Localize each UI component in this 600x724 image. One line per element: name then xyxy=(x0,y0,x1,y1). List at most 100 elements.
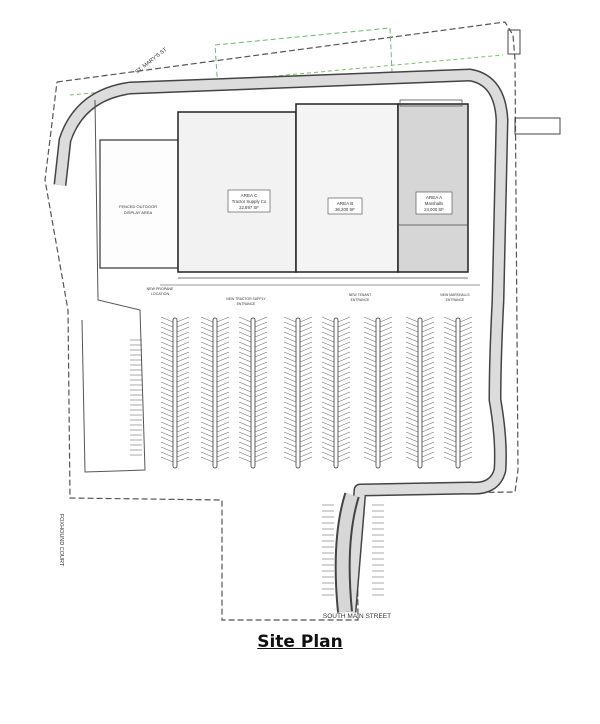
area-c-sf: 22,897 SF xyxy=(239,205,259,210)
parking-stall xyxy=(363,431,377,438)
parking-stall xyxy=(379,396,393,403)
parking-stall xyxy=(176,451,190,458)
parking-stall xyxy=(160,451,174,458)
parking-stall xyxy=(337,386,351,393)
parking-stall xyxy=(321,421,335,428)
parking-stall xyxy=(337,371,351,378)
parking-stall xyxy=(459,386,473,393)
parking-stall xyxy=(200,366,214,373)
parking-stall xyxy=(443,316,457,323)
parking-stall xyxy=(337,381,351,388)
parking-stall xyxy=(363,386,377,393)
parking-stall xyxy=(254,376,268,383)
parking-stall xyxy=(216,341,230,348)
parking-stall xyxy=(238,426,252,433)
parking-stall xyxy=(379,381,393,388)
parking-stall xyxy=(299,316,313,323)
parking-stall xyxy=(299,421,313,428)
parking-stall xyxy=(337,316,351,323)
parking-stall xyxy=(443,456,457,463)
parking-stall xyxy=(238,321,252,328)
parking-stall xyxy=(421,376,435,383)
parking-stall xyxy=(216,326,230,333)
parking-stall xyxy=(363,401,377,408)
parking-stall xyxy=(238,416,252,423)
area-a-sf: 24,000 SF xyxy=(424,207,444,212)
parking-stall xyxy=(421,381,435,388)
parking-stall xyxy=(363,436,377,443)
parking-stall xyxy=(363,446,377,453)
parking-stall xyxy=(238,371,252,378)
parking-stall xyxy=(379,436,393,443)
parking-stall xyxy=(254,346,268,353)
west-curb xyxy=(81,99,146,473)
parking-stall xyxy=(283,371,297,378)
parking-stall xyxy=(238,456,252,463)
parking-stall xyxy=(283,346,297,353)
parking-stall xyxy=(321,361,335,368)
parking-stall xyxy=(283,411,297,418)
parking-stall xyxy=(254,446,268,453)
parking-stall xyxy=(200,341,214,348)
parking-stall xyxy=(379,346,393,353)
parking-stall xyxy=(337,451,351,458)
parking-stall xyxy=(160,351,174,358)
parking-stall xyxy=(176,316,190,323)
parking-stall xyxy=(160,416,174,423)
parking-stall xyxy=(254,361,268,368)
parking-stall xyxy=(321,396,335,403)
parking-stall xyxy=(216,446,230,453)
parking-stall xyxy=(405,376,419,383)
parking-stall xyxy=(200,391,214,398)
parking-stall xyxy=(363,356,377,363)
parking-stall xyxy=(176,321,190,328)
parking-stall xyxy=(405,406,419,413)
parking-stall xyxy=(238,376,252,383)
area-c-tenant: Tractor Supply Co xyxy=(232,199,267,204)
parking-stall xyxy=(160,321,174,328)
parking-stall xyxy=(421,416,435,423)
parking-stall xyxy=(421,351,435,358)
parking-stall xyxy=(254,341,268,348)
parking-stall xyxy=(299,366,313,373)
parking-stall xyxy=(337,401,351,408)
parking-stall xyxy=(363,366,377,373)
parking-stall xyxy=(299,396,313,403)
parking-stall xyxy=(321,376,335,383)
tenant-entrance-label-2: ENTRANCE xyxy=(351,298,370,302)
parking-stall xyxy=(337,406,351,413)
parking-stall xyxy=(176,381,190,388)
parking-stall xyxy=(283,426,297,433)
parking-stall xyxy=(176,456,190,463)
parking-stall xyxy=(459,331,473,338)
parking-stall xyxy=(443,431,457,438)
st-marys-street-label: ST. MARY'S ST xyxy=(134,47,169,76)
parking-stall xyxy=(321,331,335,338)
parking-stall xyxy=(238,351,252,358)
parking-stall xyxy=(405,416,419,423)
parking-stall xyxy=(160,366,174,373)
parking-stall xyxy=(176,396,190,403)
parking-stall xyxy=(363,441,377,448)
parking-stall xyxy=(299,376,313,383)
parking-stall xyxy=(337,361,351,368)
parking-stall xyxy=(379,391,393,398)
parking-island xyxy=(250,317,256,469)
parking-stall xyxy=(200,446,214,453)
parking-stall xyxy=(379,431,393,438)
parking-stall xyxy=(443,356,457,363)
parking-stall xyxy=(337,336,351,343)
parking-stall xyxy=(299,331,313,338)
parking-stall xyxy=(200,331,214,338)
parking-island xyxy=(375,317,381,469)
parking-stall xyxy=(337,421,351,428)
parking-stall xyxy=(421,331,435,338)
parking-stall xyxy=(160,391,174,398)
parking-stall xyxy=(421,436,435,443)
parking-stall xyxy=(459,381,473,388)
parking-stall xyxy=(321,426,335,433)
parking-stall xyxy=(321,341,335,348)
parking-stall xyxy=(283,351,297,358)
parking-stall xyxy=(283,326,297,333)
parking-stall xyxy=(299,426,313,433)
